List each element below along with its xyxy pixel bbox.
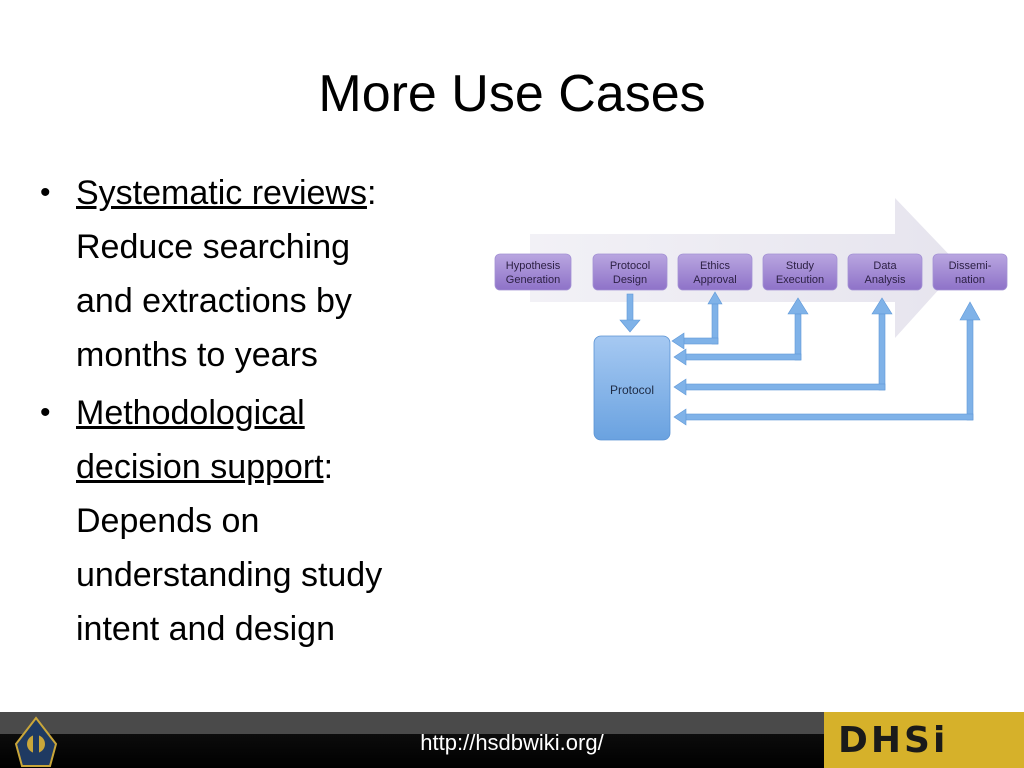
stage-label-line: Protocol <box>610 260 650 272</box>
bullet-line: Reduce searching <box>76 228 351 266</box>
arrow-down-icon <box>619 293 641 333</box>
bullet-term: Methodological <box>76 394 305 432</box>
feedback-arrow-ethics <box>671 291 723 350</box>
research-lifecycle-diagram: Hypothesis Generation Protocol Design Et… <box>494 198 1008 441</box>
bullet-list: • Systematic reviews: Reduce searching a… <box>40 166 470 660</box>
bullet-line: and extractions by <box>76 282 352 320</box>
footer-url[interactable]: http://hsdbwiki.org/ <box>420 730 604 755</box>
stage-label-line: Generation <box>506 274 560 286</box>
feedback-arrow-dissemination <box>673 301 981 426</box>
bullet-line: months to years <box>76 336 318 374</box>
stage-box-study-execution: Study Execution <box>762 253 838 291</box>
stage-label-line: nation <box>955 274 985 286</box>
bullet-methodological-decision-support: • Methodological decision support: Depen… <box>40 386 470 656</box>
dhsi-logo: DHSi <box>824 712 1024 768</box>
feedback-connectors <box>619 291 981 426</box>
bullet-colon: : <box>323 448 334 486</box>
stage-label-line: Data <box>873 260 897 272</box>
bullet-line: Depends on <box>76 502 260 540</box>
bullet-term: Systematic reviews <box>76 174 367 212</box>
stage-label-line: Dissemi- <box>949 260 992 272</box>
stage-box-protocol-design: Protocol Design <box>592 253 668 291</box>
stage-label-line: Hypothesis <box>506 260 561 272</box>
bullet-dot-icon: • <box>40 176 51 209</box>
stage-label-line: Study <box>786 260 815 272</box>
stage-label-line: Analysis <box>865 274 906 286</box>
bullet-colon: : <box>366 174 377 212</box>
feedback-arrow-study <box>673 297 809 366</box>
stage-box-dissemination: Dissemi- nation <box>932 253 1008 291</box>
bullet-line: understanding study <box>76 556 383 594</box>
university-seal-icon <box>14 716 58 767</box>
stage-label-line: Ethics <box>700 260 730 272</box>
bullet-dot-icon: • <box>40 396 51 429</box>
slide-title: More Use Cases <box>318 65 706 123</box>
stage-box-hypothesis-generation: Hypothesis Generation <box>494 253 572 291</box>
feedback-arrow-analysis <box>673 297 893 396</box>
bullet-term: decision support <box>76 448 324 486</box>
stage-label-line: Execution <box>776 274 824 286</box>
stage-label-line: Design <box>613 274 647 286</box>
stage-box-ethics-approval: Ethics Approval <box>677 253 753 291</box>
bullet-line: intent and design <box>76 610 335 648</box>
bullet-systematic-reviews: • Systematic reviews: Reduce searching a… <box>40 166 470 382</box>
protocol-box: Protocol <box>593 335 671 441</box>
protocol-label: Protocol <box>610 383 654 397</box>
dhsi-logo-text: DHSi <box>838 720 949 761</box>
stage-box-data-analysis: Data Analysis <box>847 253 923 291</box>
stage-label-line: Approval <box>693 274 736 286</box>
